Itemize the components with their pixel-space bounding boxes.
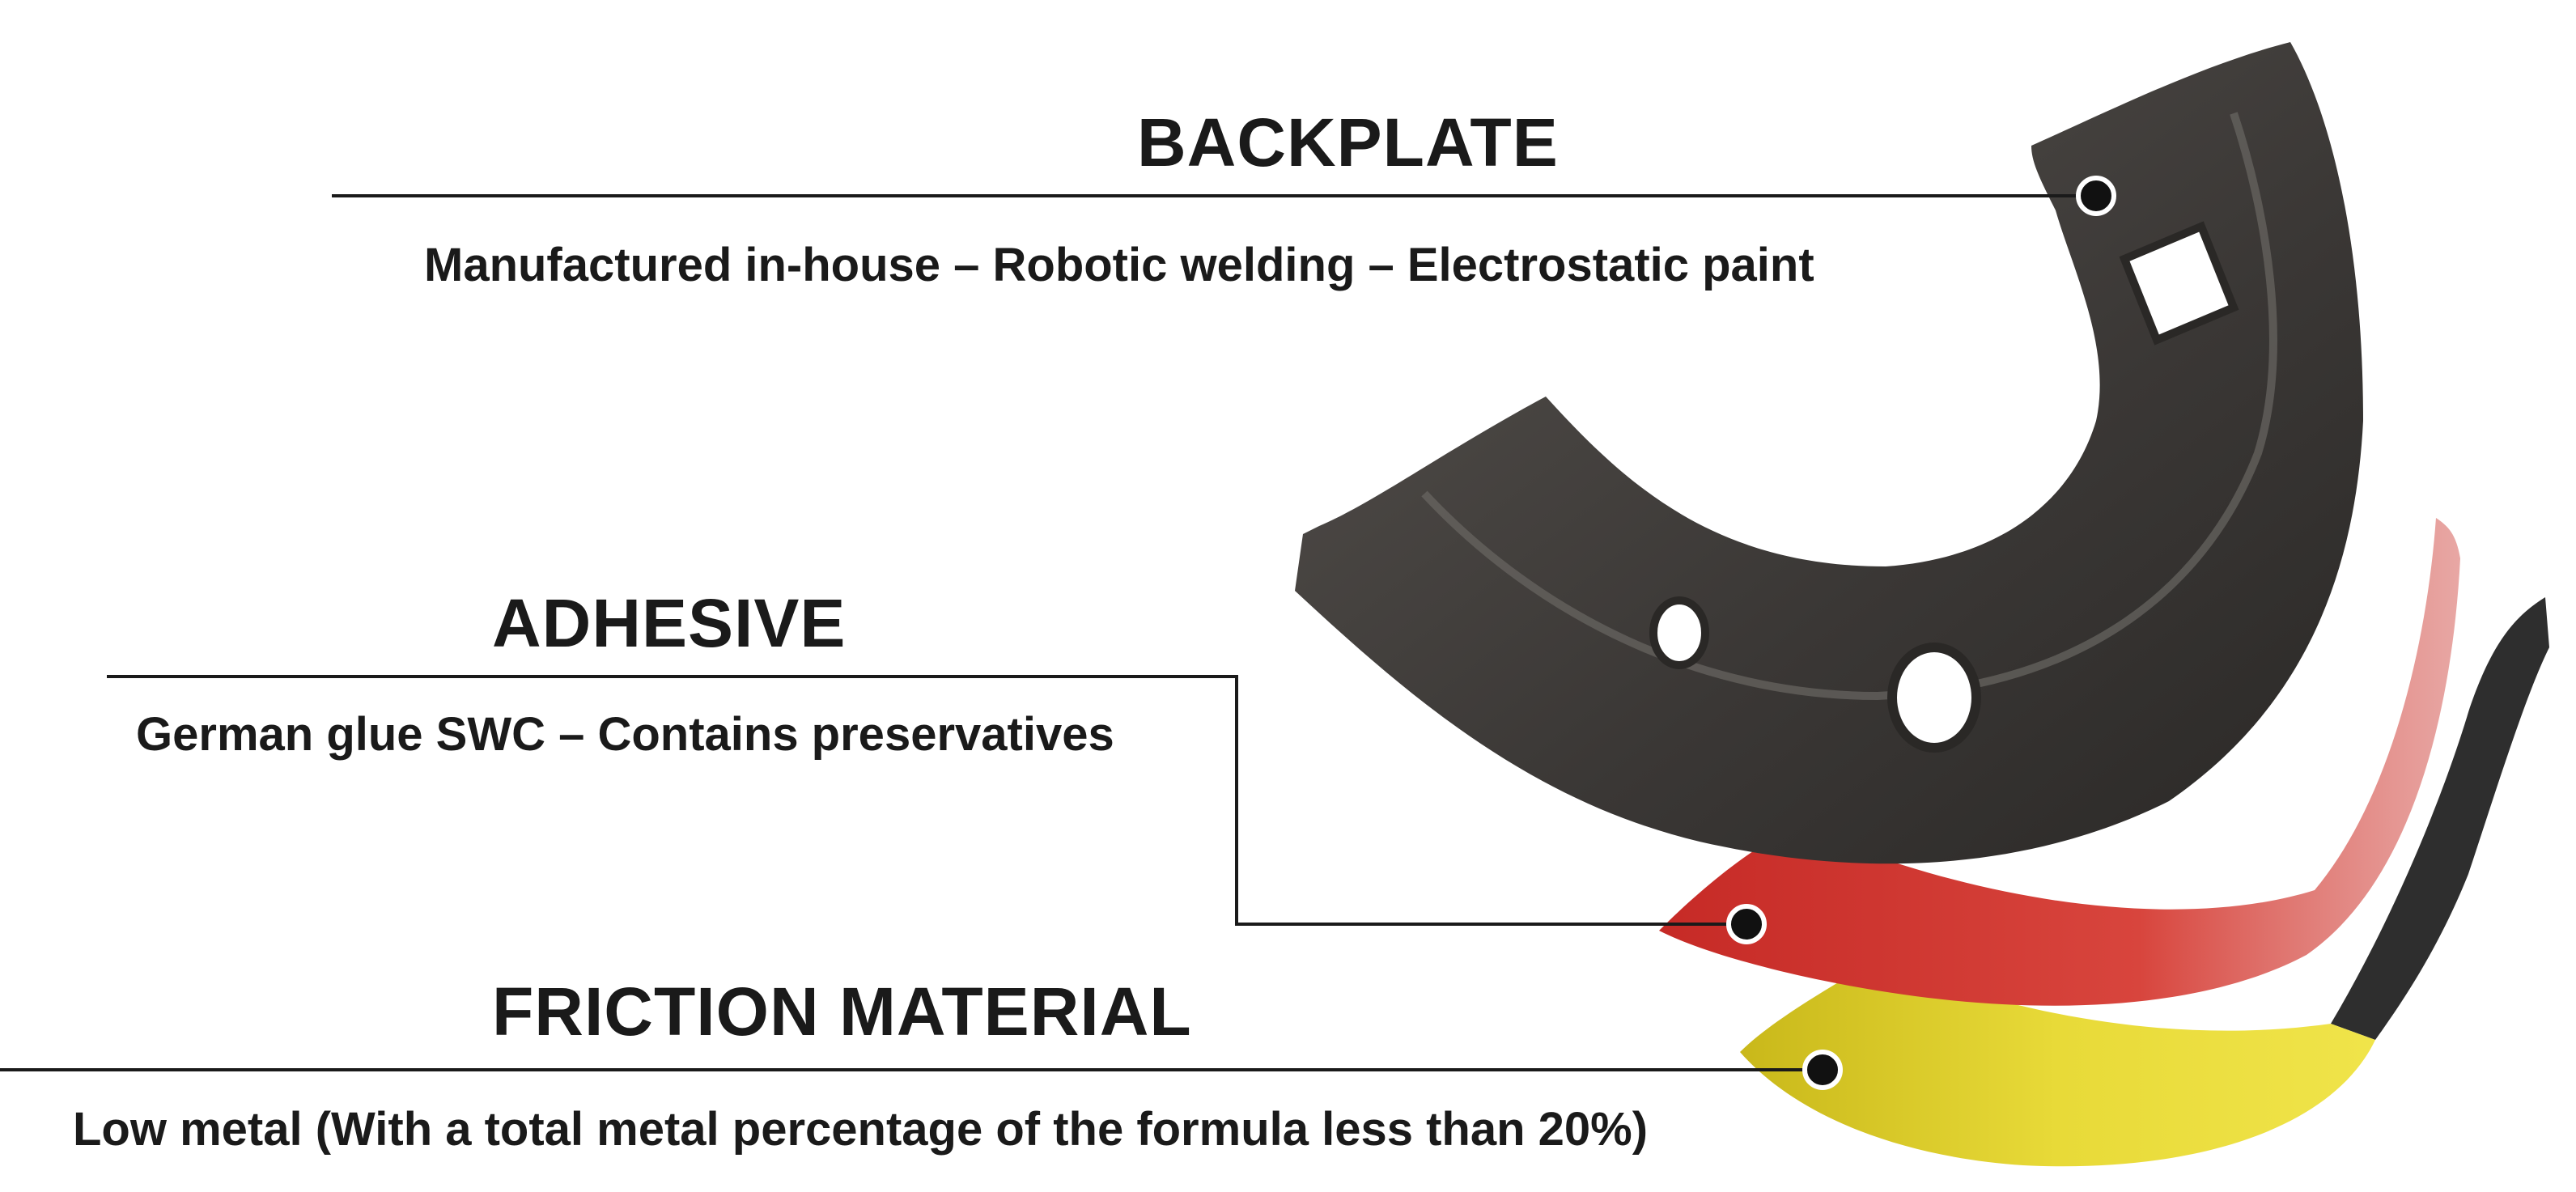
friction-material-description: Low metal (With a total metal percentage… — [73, 1102, 1648, 1156]
backplate-description: Manufactured in-house – Robotic welding … — [424, 238, 1814, 292]
friction-material-title: FRICTION MATERIAL — [492, 973, 1192, 1051]
backplate-hole — [1892, 647, 1976, 748]
backplate-title: BACKPLATE — [1137, 104, 1559, 182]
adhesive-title: ADHESIVE — [492, 584, 846, 663]
backplate-hole — [1653, 600, 1705, 665]
backplate-marker — [2078, 178, 2114, 214]
adhesive-description: German glue SWC – Contains preservatives — [136, 707, 1114, 761]
friction-marker — [1805, 1052, 1840, 1088]
adhesive-marker — [1729, 906, 1764, 942]
